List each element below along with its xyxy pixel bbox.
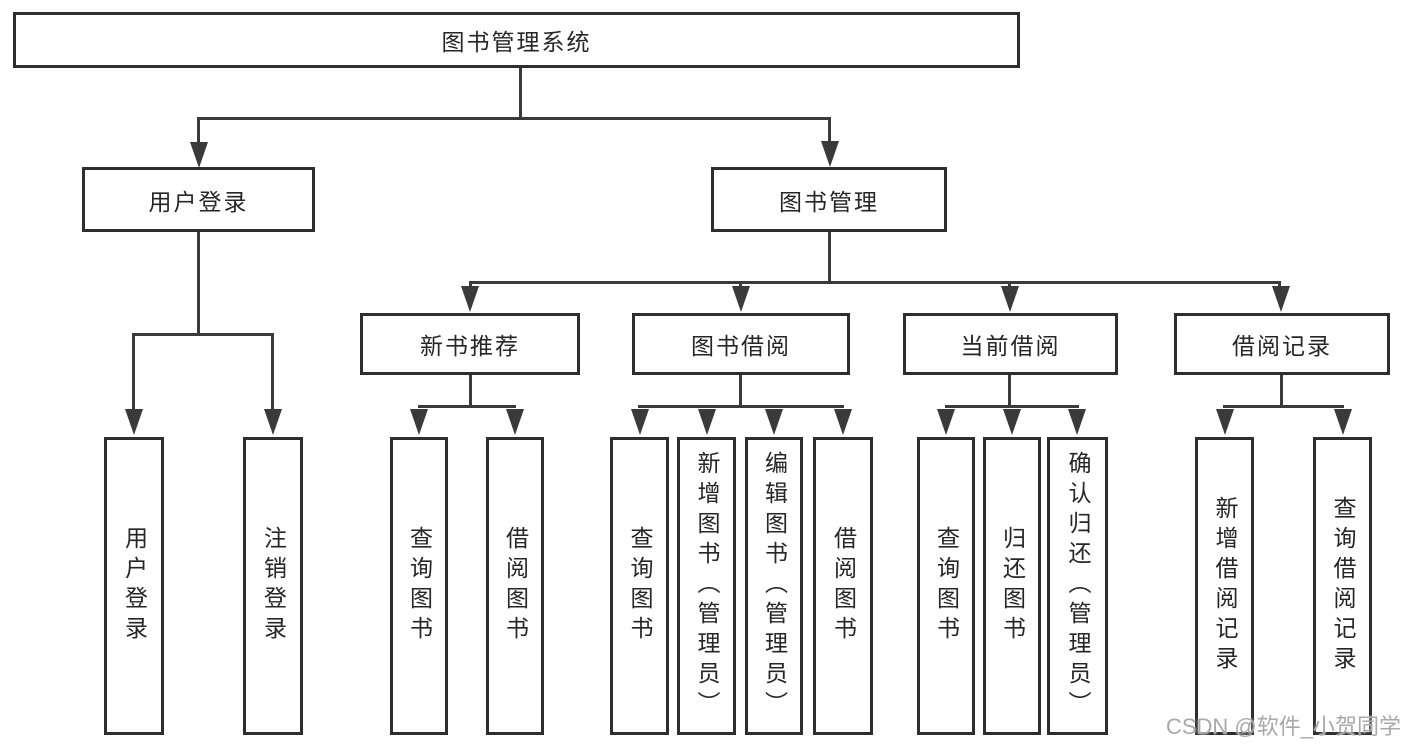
- node-book-borrow: 图书借阅: [632, 313, 850, 375]
- arrow-down-icon: [821, 141, 839, 167]
- leaf-label: 新增借阅记录: [1212, 496, 1238, 676]
- leaf-return-books: 归还图书: [983, 437, 1041, 735]
- leaf-query-books-current: 查询图书: [917, 437, 975, 735]
- connector: [1008, 373, 1011, 407]
- leaf-label: 查询图书: [933, 526, 960, 646]
- leaf-label: 查询图书: [627, 526, 653, 646]
- connector: [271, 333, 274, 413]
- node-book-borrow-label: 图书借阅: [691, 333, 791, 359]
- leaf-user-login: 用户登录: [104, 437, 164, 735]
- leaf-borrow-books: 借阅图书: [813, 437, 873, 735]
- arrow-down-icon: [1216, 409, 1234, 435]
- node-user-login: 用户登录: [82, 167, 315, 232]
- leaf-label: 查询图书: [406, 526, 433, 646]
- leaf-confirm-return-admin: 确认归还（管理员）: [1047, 437, 1108, 735]
- arrow-down-icon: [834, 409, 852, 435]
- arrow-down-icon: [1001, 286, 1019, 312]
- connector: [1278, 281, 1281, 289]
- connector: [1008, 281, 1011, 289]
- leaf-borrow-books-recommend: 借阅图书: [486, 437, 544, 735]
- leaf-logout: 注销登录: [243, 437, 303, 735]
- leaf-edit-books-admin: 编辑图书（管理员）: [745, 437, 803, 735]
- node-new-book-recommend-label: 新书推荐: [420, 333, 520, 359]
- connector: [197, 117, 200, 147]
- leaf-label: 新增图书（管理员）: [694, 451, 720, 721]
- leaf-user-login-label: 用户登录: [121, 526, 148, 646]
- arrow-down-icon: [410, 409, 428, 435]
- leaf-label: 借阅图书: [502, 526, 529, 646]
- leaf-query-books-borrow: 查询图书: [610, 437, 669, 735]
- connector: [197, 230, 200, 335]
- leaf-query-borrow-record: 查询借阅记录: [1313, 437, 1372, 735]
- arrow-down-icon: [1334, 409, 1352, 435]
- node-book-mgmt: 图书管理: [711, 167, 947, 232]
- connector: [469, 373, 472, 407]
- connector: [469, 281, 472, 289]
- leaf-add-borrow-record: 新增借阅记录: [1195, 437, 1254, 735]
- node-borrow-record: 借阅记录: [1174, 313, 1390, 375]
- node-book-mgmt-label: 图书管理: [779, 188, 879, 215]
- node-current-borrow: 当前借阅: [903, 313, 1118, 375]
- node-borrow-record-label: 借阅记录: [1232, 333, 1332, 359]
- connector: [739, 373, 742, 407]
- node-root: 图书管理系统: [13, 12, 1020, 68]
- node-current-borrow-label: 当前借阅: [960, 333, 1061, 359]
- node-new-book-recommend: 新书推荐: [360, 313, 580, 375]
- connector: [739, 281, 742, 289]
- connector: [638, 405, 844, 408]
- leaf-label: 查询借阅记录: [1330, 496, 1356, 676]
- arrow-down-icon: [264, 409, 282, 435]
- connector: [132, 333, 274, 336]
- leaf-label: 确认归还（管理员）: [1065, 451, 1091, 721]
- arrow-down-icon: [461, 286, 479, 312]
- arrow-down-icon: [732, 286, 750, 312]
- arrow-down-icon: [506, 409, 524, 435]
- node-user-login-label: 用户登录: [148, 188, 249, 215]
- arrow-down-icon: [698, 409, 716, 435]
- leaf-label: 编辑图书（管理员）: [761, 451, 788, 721]
- arrow-down-icon: [125, 409, 143, 435]
- node-root-label: 图书管理系统: [441, 29, 592, 55]
- connector: [1223, 405, 1344, 408]
- connector: [519, 65, 522, 120]
- connector: [469, 281, 1281, 284]
- arrow-down-icon: [937, 409, 955, 435]
- leaf-label: 借阅图书: [830, 526, 857, 646]
- csdn-watermark: CSDN @软件_小贺同学: [1165, 714, 1401, 739]
- arrow-down-icon: [1068, 409, 1086, 435]
- arrow-down-icon: [765, 409, 783, 435]
- arrow-down-icon: [631, 409, 649, 435]
- connector: [828, 117, 831, 147]
- connector: [1280, 373, 1283, 407]
- connector: [197, 117, 831, 120]
- connector: [828, 230, 831, 283]
- connector: [945, 405, 1079, 408]
- leaf-query-books-recommend: 查询图书: [390, 437, 448, 735]
- leaf-logout-label: 注销登录: [260, 526, 287, 646]
- connector: [132, 333, 135, 413]
- connector: [418, 405, 516, 408]
- arrow-down-icon: [190, 142, 208, 168]
- leaf-add-books-admin: 新增图书（管理员）: [677, 437, 736, 735]
- arrow-down-icon: [1003, 409, 1021, 435]
- leaf-label: 归还图书: [999, 526, 1026, 646]
- arrow-down-icon: [1272, 286, 1290, 312]
